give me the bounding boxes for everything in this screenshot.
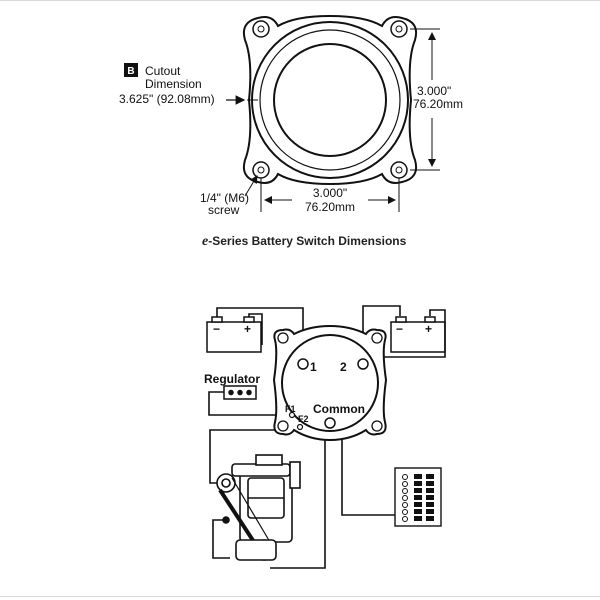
cutout-value: 3.625" (92.08mm) [119,92,215,106]
screw-hole-top-right [390,20,408,38]
cutout-label-line2: Dimension [145,77,202,91]
battery-1-negative: − [213,322,220,336]
battery-2-negative: − [396,322,403,336]
screw-hole-bottom-right [390,161,408,179]
switch-mount-drawing [242,14,418,186]
terminal-f2 [296,423,304,431]
screw-leader [244,175,258,197]
terminal-1 [297,358,309,370]
outer-ring [251,21,409,179]
right-dimension [410,28,440,171]
right-dimension-mm: 76.20mm [413,97,463,111]
inner-dial [273,43,387,157]
terminal-common [324,417,336,429]
diagram-caption: e-Series Battery Switch Dimensions [202,234,407,249]
common-label: Common [313,402,365,416]
terminal-1-label: 1 [310,360,317,374]
distribution-panel [394,467,442,527]
mounting-flange [242,14,418,186]
screw-label-line1: 1/4" (M6) [200,191,249,205]
terminal-2 [357,358,369,370]
terminal-f1 [288,411,296,419]
screw-hole-top-left [252,20,270,38]
f2-label: F2 [298,414,309,424]
alternator [216,454,301,561]
badge-label: B [127,66,134,77]
regulator-label: Regulator [204,372,260,386]
cutout-label-line1: Cutout [145,64,181,78]
screw-label-line2: screw [208,203,240,217]
f1-label: F1 [285,404,296,414]
bottom-divider [0,596,600,597]
bottom-dimension-inches: 3.000" [313,186,347,200]
regulator [223,385,257,400]
battery-2-positive: + [425,322,432,336]
badge-b [124,63,138,77]
right-dimension-inches: 3.000" [417,84,451,98]
bottom-dimension-mm: 76.20mm [305,200,355,214]
top-divider [0,0,600,1]
battery-2 [390,316,446,353]
screw-hole-bottom-left [252,161,270,179]
battery-1-positive: + [244,322,251,336]
bottom-dimension [260,178,400,212]
terminal-2-label: 2 [340,360,347,374]
battery-1 [206,316,262,353]
battery-switch [272,324,388,442]
